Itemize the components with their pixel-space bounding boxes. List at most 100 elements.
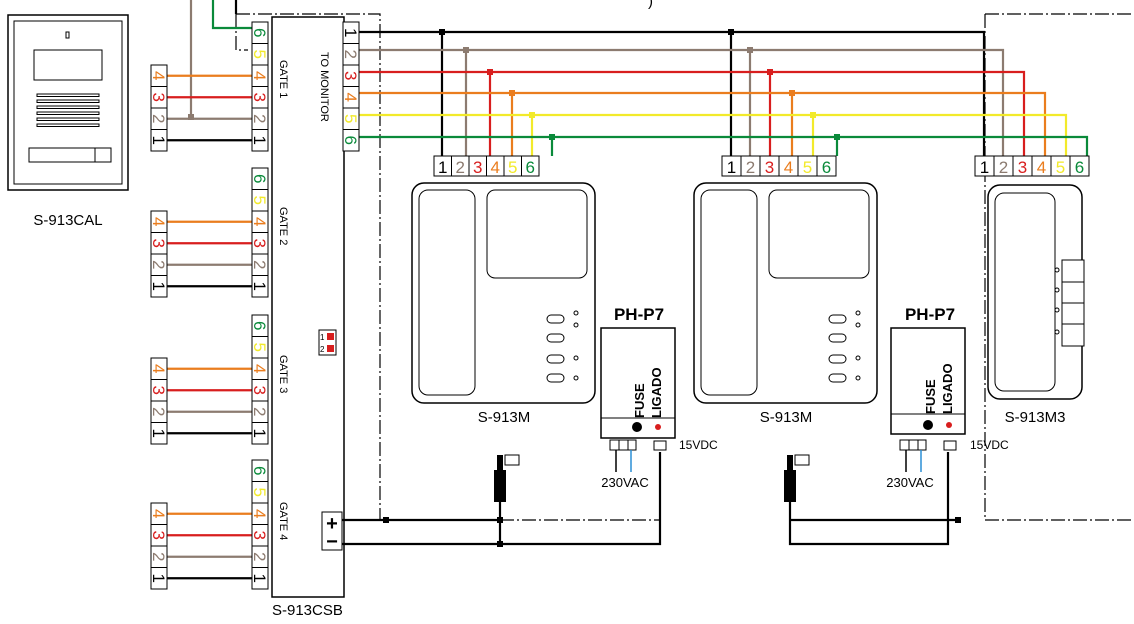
ligado-label: LIGADO bbox=[940, 363, 955, 414]
control-box-label: S-913CSB bbox=[272, 602, 343, 619]
gate-3-label: GATE 3 bbox=[277, 355, 289, 393]
terminal-number: 2 bbox=[149, 552, 168, 561]
wire-junction bbox=[810, 112, 816, 118]
terminal-cell bbox=[816, 155, 837, 177]
camera-icon bbox=[65, 31, 70, 39]
wire-junction bbox=[549, 134, 555, 140]
switch-2-label: 2 bbox=[320, 345, 325, 354]
terminal-number: 2 bbox=[250, 260, 269, 269]
control-box-body bbox=[271, 16, 345, 598]
wire-junction bbox=[463, 47, 469, 53]
wire-junction bbox=[767, 69, 773, 75]
terminal-number: 2 bbox=[341, 50, 360, 59]
terminal-number: 4 bbox=[250, 71, 269, 80]
terminal-number: 4 bbox=[250, 217, 269, 226]
wire-junction bbox=[834, 134, 840, 140]
terminal-number: 1 bbox=[250, 282, 269, 291]
power-led-icon bbox=[946, 422, 952, 428]
name-plate bbox=[28, 147, 112, 163]
monitor-buttons bbox=[546, 310, 579, 383]
terminal-cell bbox=[251, 129, 269, 152]
bus-wire-5 bbox=[359, 113, 1068, 156]
terminal-number: 3 bbox=[250, 93, 269, 102]
wire-junction bbox=[529, 112, 535, 118]
to-monitor-label: TO MONITOR bbox=[318, 52, 330, 122]
terminal-number: 1 bbox=[980, 158, 989, 177]
terminal-number: 6 bbox=[250, 174, 269, 183]
dc-output-label: 15VDC bbox=[970, 438, 1009, 452]
gate-2-label: GATE 2 bbox=[277, 207, 289, 245]
ac-terminal bbox=[609, 439, 637, 451]
bus-wire-3 bbox=[359, 70, 1026, 156]
terminal-number: 6 bbox=[341, 136, 360, 145]
terminal-number: 4 bbox=[149, 71, 168, 80]
terminal-number: 6 bbox=[1075, 158, 1084, 177]
terminal-number: 2 bbox=[250, 407, 269, 416]
terminal-number: 3 bbox=[149, 93, 168, 102]
terminal-number: 1 bbox=[149, 574, 168, 583]
fuse-icon bbox=[632, 422, 642, 432]
terminal-cell bbox=[150, 129, 168, 152]
psu-2: PH-P7 FUSE LIGADO 230VAC 15VDC bbox=[886, 305, 1009, 490]
terminal-number: 2 bbox=[149, 260, 168, 269]
power-wiring bbox=[342, 452, 961, 547]
monitor-2-label: S-913M bbox=[760, 409, 813, 426]
terminal-number: 3 bbox=[250, 386, 269, 395]
terminal-cell bbox=[150, 422, 168, 445]
terminal-cell bbox=[251, 275, 269, 298]
door-panel: S-913CAL bbox=[7, 14, 129, 229]
terminal-number: 4 bbox=[784, 158, 793, 177]
gate-4-door-terminals: 4 3 2 1 bbox=[149, 502, 168, 590]
terminal-number: 1 bbox=[149, 136, 168, 145]
terminal-number: 3 bbox=[149, 239, 168, 248]
terminal-cell bbox=[251, 422, 269, 445]
bus-wire-2 bbox=[359, 48, 1005, 156]
terminal-number: 4 bbox=[149, 509, 168, 518]
terminal-number: 2 bbox=[746, 158, 755, 177]
terminal-number: 4 bbox=[149, 217, 168, 226]
terminal-number: 5 bbox=[341, 114, 360, 123]
dc-plug-icon bbox=[784, 454, 810, 502]
monitor-3: S-913M3 bbox=[987, 184, 1085, 426]
wire-junction bbox=[789, 90, 795, 96]
display-window bbox=[33, 49, 103, 81]
terminal-number: 3 bbox=[765, 158, 774, 177]
wire-junction bbox=[439, 29, 445, 35]
signal-wires bbox=[167, 29, 1089, 580]
terminal-number: 4 bbox=[1037, 158, 1046, 177]
terminal-number: 3 bbox=[149, 531, 168, 540]
terminal-cell bbox=[1069, 155, 1090, 177]
terminal-number: 3 bbox=[473, 158, 482, 177]
psu-1: PH-P7 FUSE LIGADO 230VAC 15VDC bbox=[600, 305, 718, 490]
control-box: S-913CSB TO MONITOR GATE 1 GATE 2 GATE 3… bbox=[271, 16, 345, 619]
terminal-number: 1 bbox=[250, 429, 269, 438]
terminal-number: 3 bbox=[250, 531, 269, 540]
terminal-number: 3 bbox=[1018, 158, 1027, 177]
monitor-screen bbox=[486, 189, 588, 279]
terminal-number: 1 bbox=[250, 574, 269, 583]
speaker-grille-icon bbox=[36, 93, 100, 127]
terminal-number: 4 bbox=[149, 364, 168, 373]
terminal-number: 5 bbox=[250, 488, 269, 497]
terminal-number: 5 bbox=[250, 343, 269, 352]
terminal-number: 1 bbox=[438, 158, 447, 177]
gate-1-label: GATE 1 bbox=[277, 60, 289, 98]
door-panel-wires bbox=[189, 0, 252, 117]
power-led-icon bbox=[655, 424, 661, 430]
wire-junction bbox=[487, 69, 493, 75]
monitor-buttons bbox=[1054, 259, 1085, 347]
terminal-cell bbox=[342, 129, 360, 152]
minus-label: − bbox=[326, 531, 338, 553]
switch-1-label: 1 bbox=[320, 333, 325, 342]
wire-junction bbox=[747, 47, 753, 53]
